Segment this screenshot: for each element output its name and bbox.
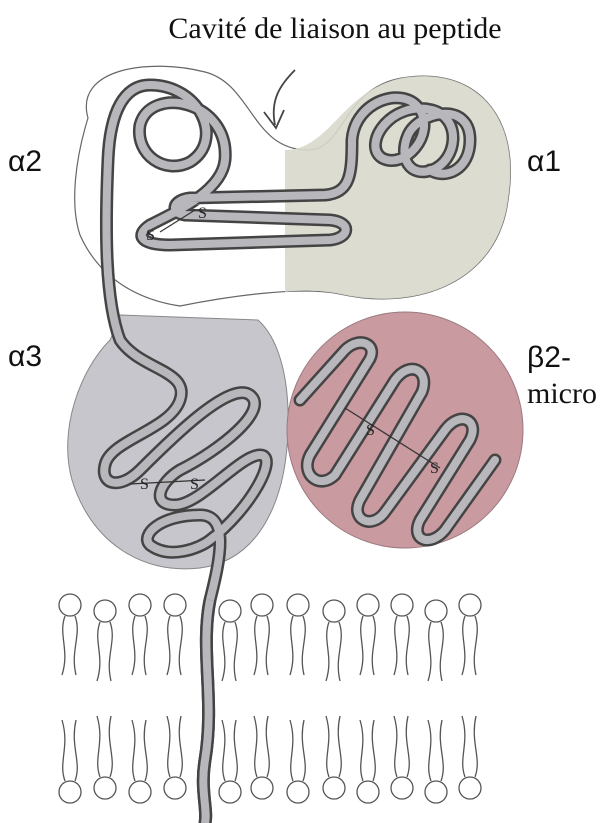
lipid-tail	[222, 622, 225, 681]
lipid-tail	[372, 616, 375, 675]
lipid-head	[425, 781, 447, 803]
phospholipid	[164, 594, 186, 799]
lipid-tail	[97, 622, 100, 681]
phospholipid	[251, 594, 273, 799]
lipid-head	[323, 777, 345, 799]
lipid-tail	[254, 716, 257, 777]
lipid-tail	[179, 716, 182, 777]
lipid-tail	[266, 716, 269, 777]
lipid-tail	[132, 720, 135, 781]
lipid-head	[59, 594, 81, 616]
lipid-tail	[302, 720, 305, 781]
lipid-head	[357, 594, 379, 616]
lipid-head	[323, 600, 345, 622]
lipid-head	[219, 600, 241, 622]
lipid-tail	[302, 616, 305, 675]
lipid-head	[129, 781, 151, 803]
phospholipid	[59, 594, 81, 803]
lipid-tail	[360, 616, 363, 675]
lipid-bilayer	[59, 594, 481, 803]
lipid-tail	[428, 622, 431, 681]
lipid-head	[94, 600, 116, 622]
lipid-tail	[109, 716, 112, 777]
lipid-head	[287, 781, 309, 803]
phospholipid	[219, 600, 241, 803]
lipid-tail	[167, 616, 170, 675]
phospholipid	[391, 594, 413, 799]
lipid-tail	[326, 622, 329, 681]
lipid-tail	[372, 720, 375, 781]
lipid-head	[164, 777, 186, 799]
lipid-tail	[97, 716, 100, 777]
transmembrane-segment	[203, 600, 210, 823]
lipid-head	[219, 781, 241, 803]
lipid-tail	[360, 720, 363, 781]
lipid-tail	[74, 616, 77, 675]
lipid-tail	[266, 616, 269, 675]
lipid-tail	[62, 616, 65, 675]
lipid-head	[459, 594, 481, 616]
lipid-head	[251, 594, 273, 616]
lipid-tail	[144, 616, 147, 675]
disulfide-label: S	[366, 422, 375, 439]
lipid-head	[59, 781, 81, 803]
phospholipid	[287, 594, 309, 803]
lipid-tail	[290, 720, 293, 781]
lipid-tail	[234, 720, 237, 781]
lipid-tail	[406, 616, 409, 675]
disulfide-label: S	[190, 476, 199, 493]
peptide-binding-arrow	[274, 70, 295, 125]
lipid-head	[357, 781, 379, 803]
phospholipid	[425, 600, 447, 803]
lipid-head	[164, 594, 186, 616]
lipid-tail	[338, 622, 341, 681]
disulfide-label: S	[430, 460, 439, 477]
phospholipid	[357, 594, 379, 803]
phospholipid	[459, 594, 481, 799]
lipid-tail	[222, 720, 225, 781]
lipid-head	[129, 594, 151, 616]
lipid-tail	[462, 716, 465, 777]
lipid-tail	[474, 616, 477, 675]
lipid-head	[94, 777, 116, 799]
lipid-tail	[326, 716, 329, 777]
phospholipid	[323, 600, 345, 799]
disulfide-label: S	[198, 205, 207, 222]
lipid-tail	[144, 720, 147, 781]
lipid-head	[459, 777, 481, 799]
phospholipid	[94, 600, 116, 799]
phospholipid	[129, 594, 151, 803]
lipid-head	[425, 600, 447, 622]
lipid-tail	[440, 720, 443, 781]
lipid-tail	[474, 716, 477, 777]
lipid-tail	[167, 716, 170, 777]
lipid-head	[391, 777, 413, 799]
lipid-tail	[394, 616, 397, 675]
lipid-tail	[338, 716, 341, 777]
lipid-tail	[109, 622, 112, 681]
lipid-head	[287, 594, 309, 616]
lipid-tail	[254, 616, 257, 675]
lipid-tail	[132, 616, 135, 675]
lipid-tail	[290, 616, 293, 675]
disulfide-label: S	[146, 227, 155, 244]
lipid-head	[251, 777, 273, 799]
lipid-tail	[462, 616, 465, 675]
lipid-tail	[234, 622, 237, 681]
lipid-tail	[62, 720, 65, 781]
lipid-head	[391, 594, 413, 616]
disulfide-label: S	[140, 476, 149, 493]
lipid-tail	[74, 720, 77, 781]
lipid-tail	[179, 616, 182, 675]
lipid-tail	[406, 716, 409, 777]
lipid-tail	[394, 716, 397, 777]
lipid-tail	[440, 622, 443, 681]
lipid-tail	[428, 720, 431, 781]
